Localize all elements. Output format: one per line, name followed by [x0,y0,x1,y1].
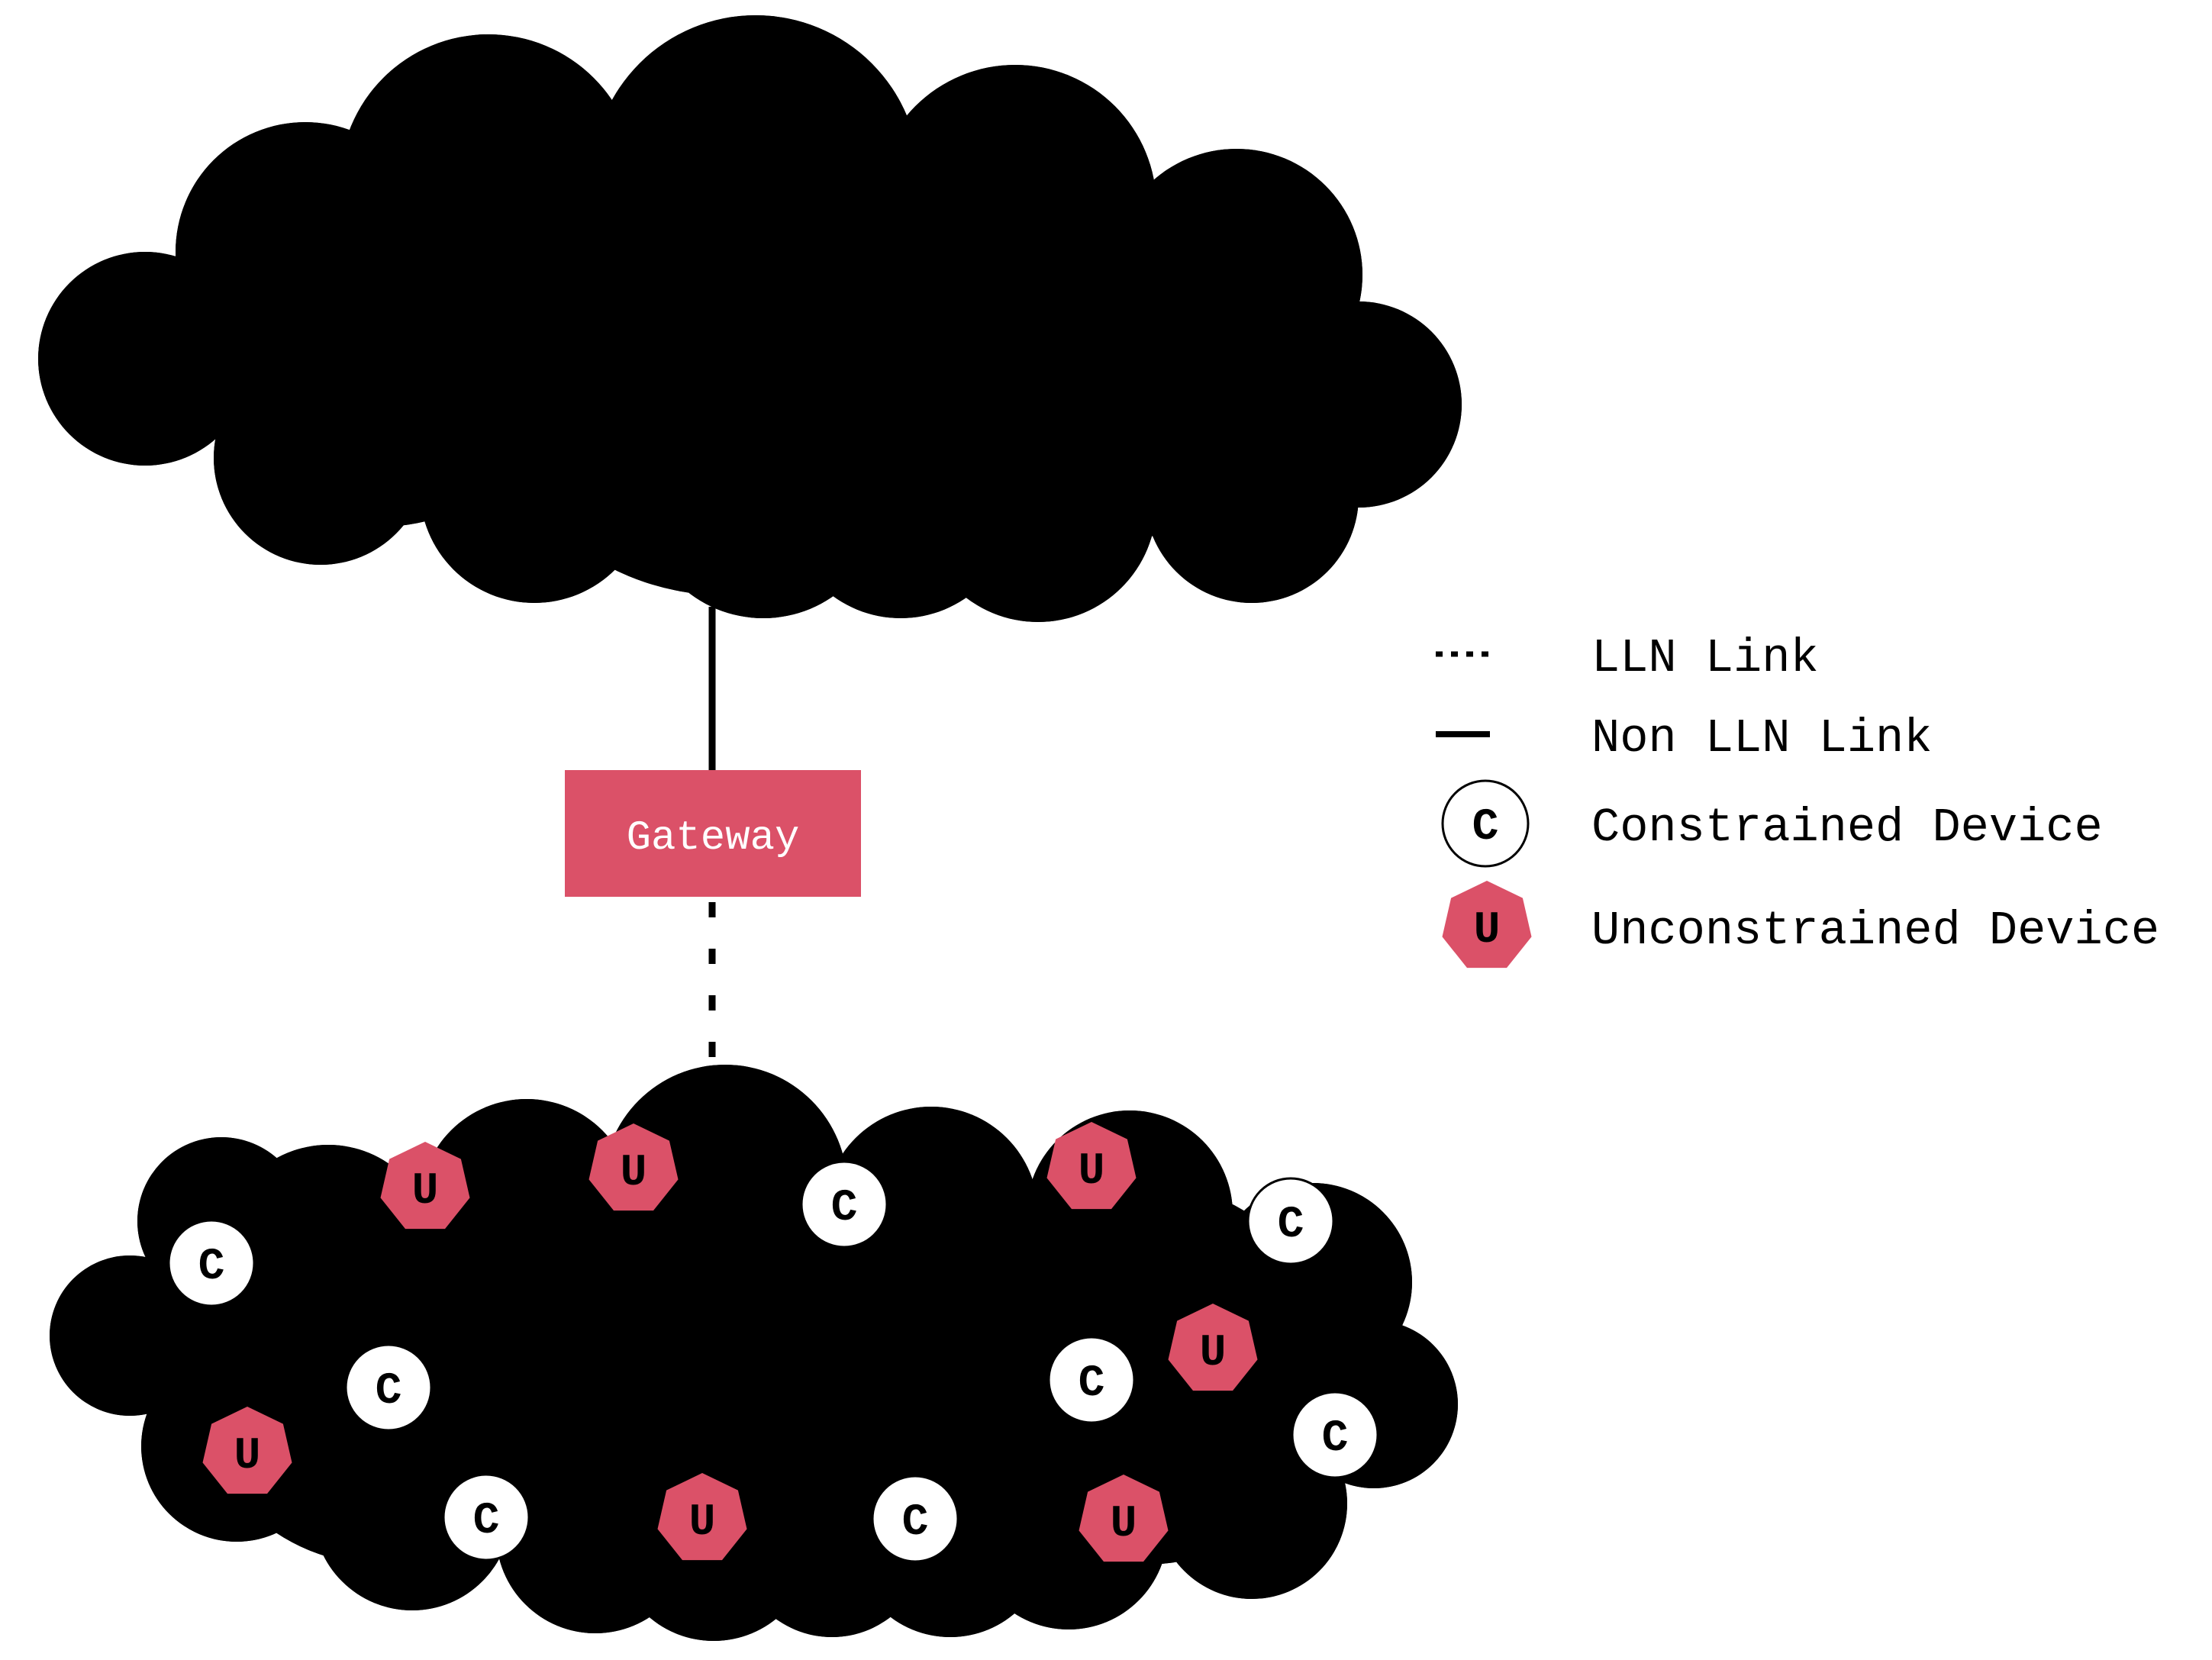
access-network-cloud: Access Network [38,15,1462,622]
constrained-device-icon [1246,1177,1335,1265]
device-letter: C [902,1498,929,1548]
legend-label-constrained-device: Constrained Device [1591,801,2103,855]
unconstrained-device-icon [380,1142,470,1230]
device-node-constrained: C [1047,1336,1136,1424]
device-node-unconstrained: U [1046,1122,1137,1210]
device-letter: C [376,1367,402,1417]
lln-title-line1: Low Power and [482,1306,1007,1381]
legend-label-unconstrained-device: Unconstrained Device [1591,904,2159,958]
gateway-label: Gateway [627,815,800,862]
device-node-unconstrained: U [657,1473,747,1561]
device-node-unconstrained: U [1168,1304,1258,1391]
legend-row-unconstrained-device: U Unconstrained Device [1442,881,2159,969]
constrained-device-icon [167,1219,256,1307]
legend-unconstrained-letter: U [1474,906,1501,956]
constrained-device-icon [800,1160,888,1249]
gateway-box [565,770,861,897]
device-node-constrained: C [1291,1391,1379,1479]
constrained-device-icon [1047,1336,1136,1424]
access-network-title: Access Network [431,287,1047,370]
constrained-device-icon [871,1475,959,1563]
device-letter: U [1200,1329,1227,1378]
device-letter: U [234,1432,261,1481]
device-node-constrained: C [871,1475,959,1563]
unconstrained-device-icon [1079,1475,1169,1562]
device-letter: U [1079,1147,1105,1197]
device-letter: U [412,1167,439,1217]
device-node-constrained: C [442,1473,530,1562]
gateway: Gateway [565,770,861,897]
device-node-unconstrained: U [380,1142,470,1230]
legend: LLN Link Non LLN Link C Constrained Devi… [1436,631,2159,969]
legend-row-lln-link: LLN Link [1436,631,1819,685]
legend-row-constrained-device: C Constrained Device [1441,779,2103,868]
unconstrained-device-icon [1168,1304,1258,1391]
constrained-device-sample-icon [1441,779,1530,868]
device-letter: C [1079,1359,1105,1409]
device-letter: C [831,1184,858,1233]
device-node-unconstrained: U [202,1407,292,1494]
device-letter: C [1278,1201,1304,1250]
device-node-constrained: C [1246,1177,1335,1265]
legend-constrained-letter: C [1472,803,1499,853]
legend-row-non-lln-link: Non LLN Link [1436,711,1932,766]
device-node-constrained: C [800,1160,888,1249]
device-letter: C [1322,1414,1349,1464]
device-node-unconstrained: U [588,1123,679,1211]
constrained-device-icon [442,1473,530,1562]
unconstrained-device-icon [657,1473,747,1561]
device-nodes: U U C U C C U C C C U C U C U [167,1122,1379,1563]
device-letter: C [198,1243,225,1292]
constrained-device-icon [1291,1391,1379,1479]
constrained-device-icon [344,1343,433,1432]
device-letter: U [689,1498,716,1548]
device-letter: U [621,1149,647,1198]
unconstrained-device-icon [1046,1122,1137,1210]
device-node-constrained: C [344,1343,433,1432]
device-letter: U [1111,1500,1137,1549]
device-node-unconstrained: U [1079,1475,1169,1562]
legend-label-lln-link: LLN Link [1591,631,1819,685]
legend-label-non-lln-link: Non LLN Link [1591,711,1932,766]
unconstrained-device-icon [588,1123,679,1211]
device-node-constrained: C [167,1219,256,1307]
unconstrained-device-icon [202,1407,292,1494]
device-letter: C [473,1497,500,1546]
